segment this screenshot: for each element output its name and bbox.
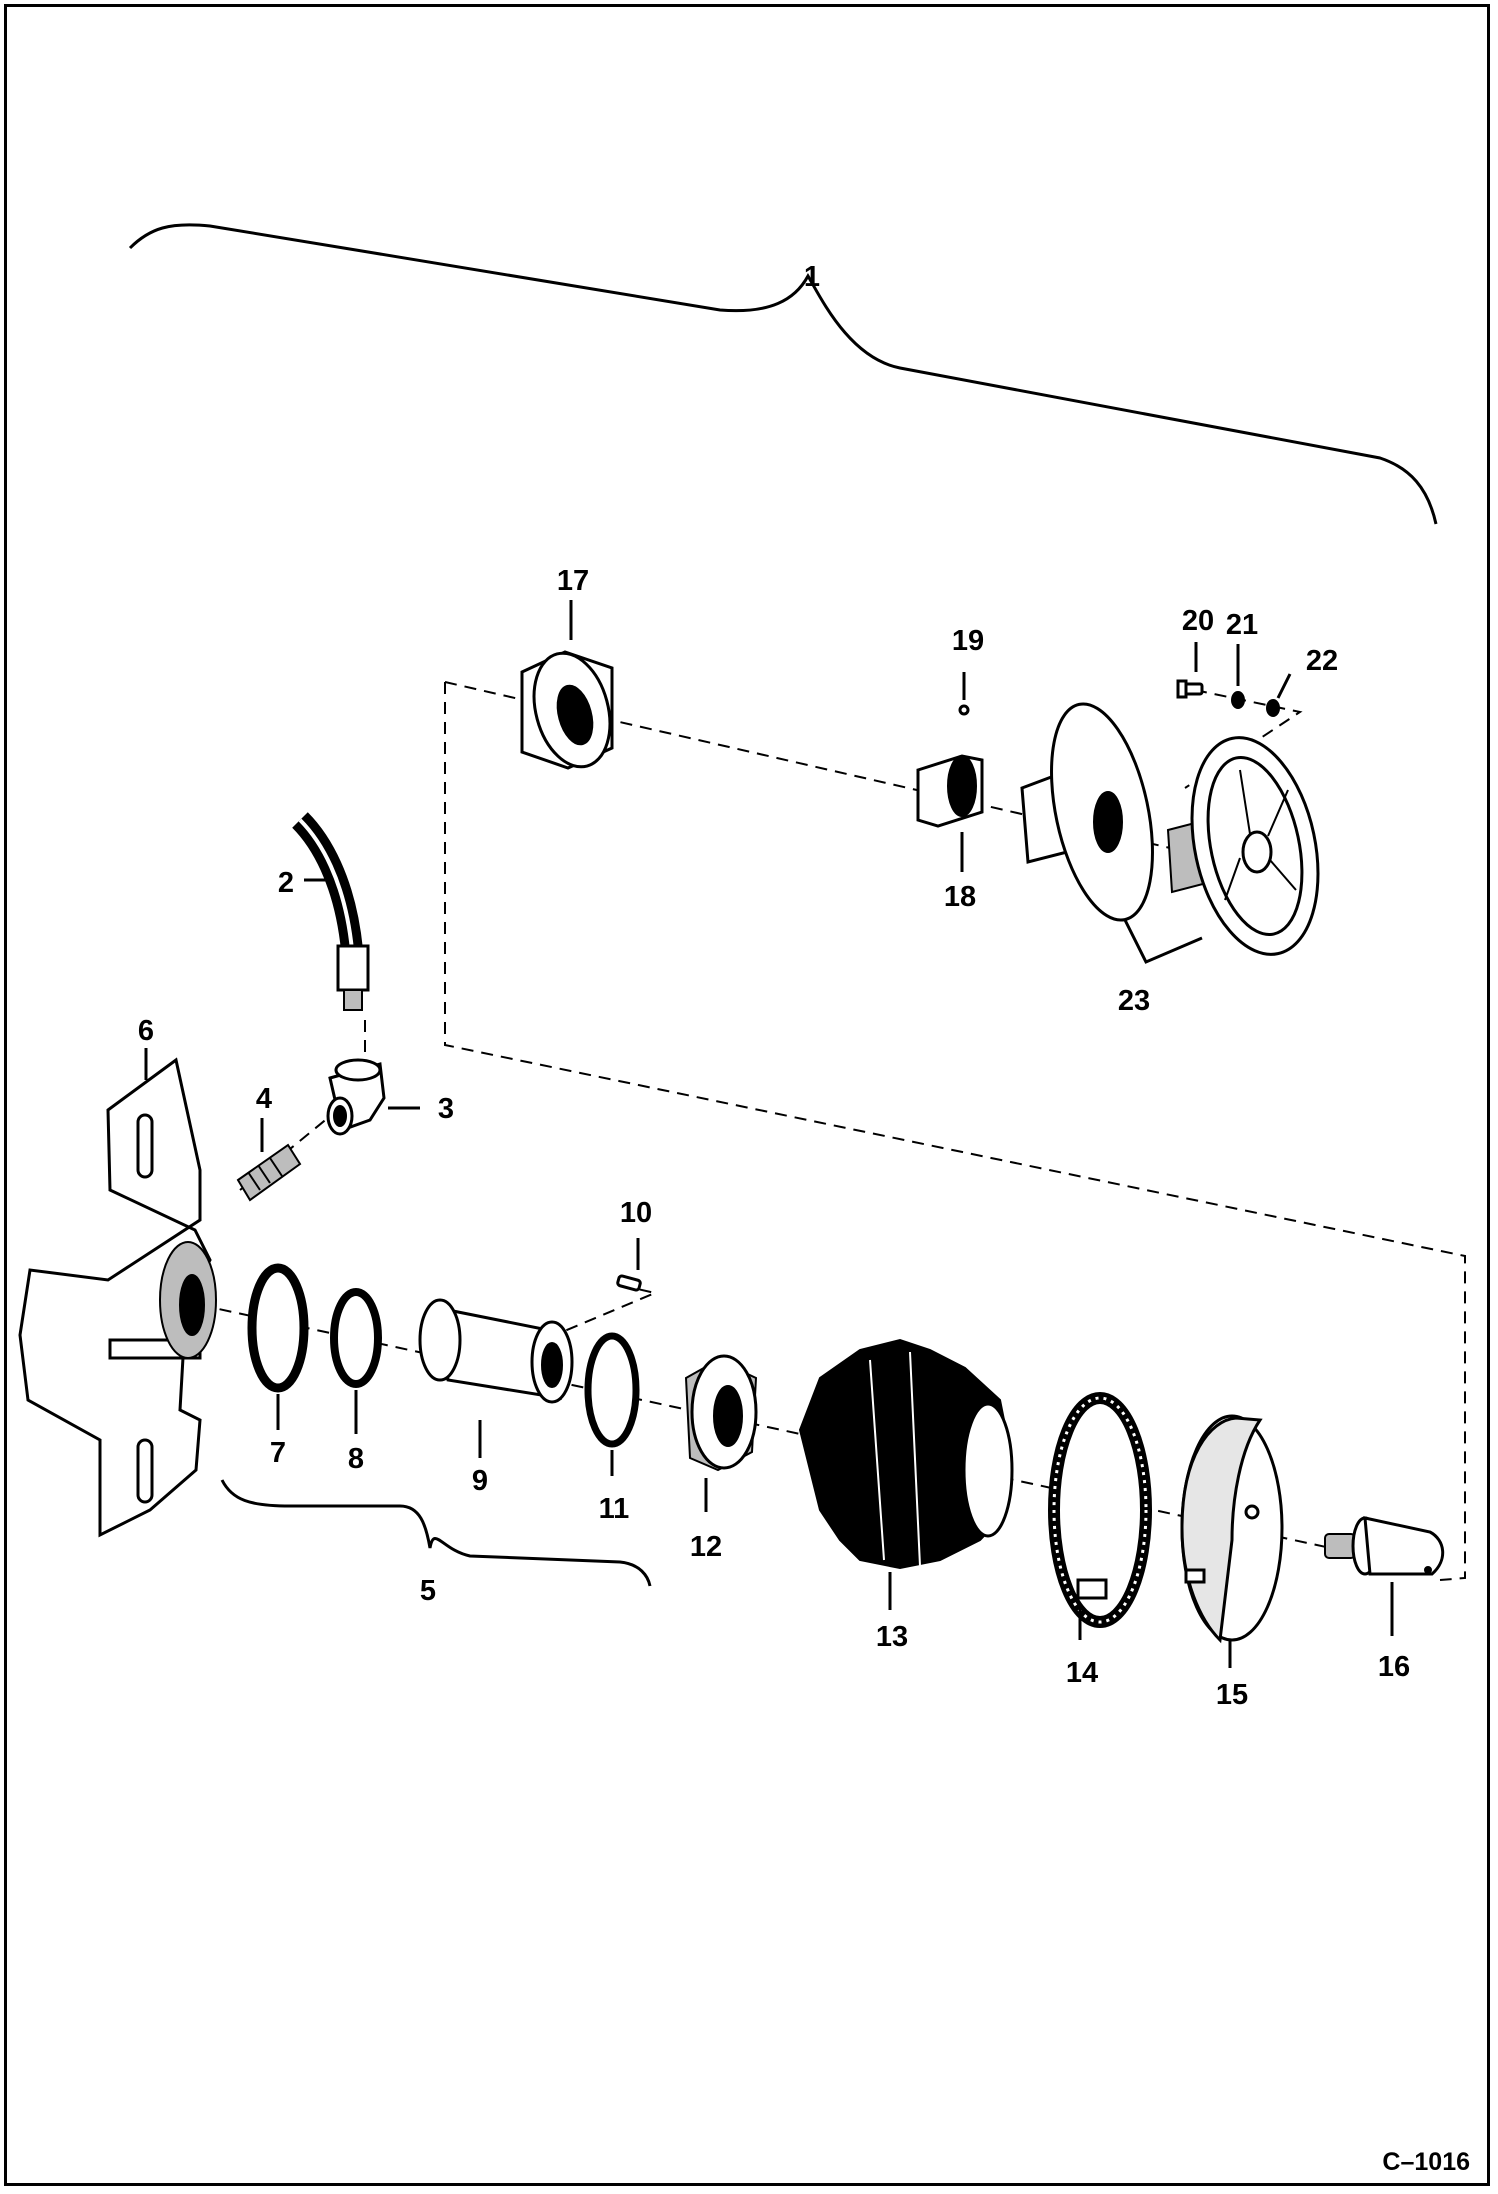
callout-16: 16 [1378,1651,1410,1683]
callout-2: 2 [278,867,294,899]
assembly-line-pin [554,1284,659,1336]
brace-assembly-1 [128,223,1438,525]
callout-1: 1 [804,261,820,293]
brace-group-5 [220,1479,652,1587]
bushing-18 [916,754,984,828]
callout-23: 23 [1118,985,1150,1017]
cover-plate-15 [1180,1414,1284,1644]
callout-18: 18 [944,881,976,913]
callout-6: 6 [138,1015,154,1047]
bushing-sleeve-9 [418,1298,574,1404]
elbow-fitting-3 [326,1058,386,1136]
hub-assembly-23 [1020,702,1320,956]
callout-9: 9 [472,1465,488,1497]
callout-15: 15 [1216,1679,1248,1711]
callout-5: 5 [420,1575,436,1607]
callout-19: 19 [952,625,984,657]
bolt-20 [1176,679,1204,699]
plug-16 [1324,1516,1445,1576]
mounting-bracket-6 [18,1057,217,1538]
callout-21: 21 [1226,609,1258,641]
callout-8: 8 [348,1443,364,1475]
rubber-boot-13 [798,1338,1014,1570]
callout-12: 12 [690,1531,722,1563]
drawing-frame [4,4,1490,2186]
callout-4: 4 [256,1083,272,1115]
ball-19 [958,704,970,716]
pin-10 [616,1274,642,1292]
bearing-17 [520,650,614,770]
assembly-line-return [444,682,1466,1581]
hose-2 [292,812,370,1011]
seal-housing-12 [684,1354,758,1472]
seal-ring-11 [584,1332,640,1448]
callout-10: 10 [620,1197,652,1229]
callout-17: 17 [557,565,589,597]
nipple-4 [236,1143,302,1202]
callout-22: 22 [1306,645,1338,677]
nut-22 [1266,699,1280,717]
seal-ring-7 [247,1263,309,1393]
brace-part-23 [1116,905,1203,964]
drawing-code: C–1016 [1382,2148,1470,2176]
hose-clamp-14 [1048,1392,1152,1628]
callout-14: 14 [1066,1657,1098,1689]
callout-11: 11 [599,1493,630,1525]
washer-21 [1231,691,1245,709]
callout-20: 20 [1182,605,1214,637]
callout-7: 7 [270,1437,286,1469]
callout-13: 13 [876,1621,908,1653]
assembly-line-small-parts [1184,689,1303,789]
callout-3: 3 [438,1093,454,1125]
leader-lines [144,600,1394,1668]
seal-ring-8 [330,1288,382,1388]
